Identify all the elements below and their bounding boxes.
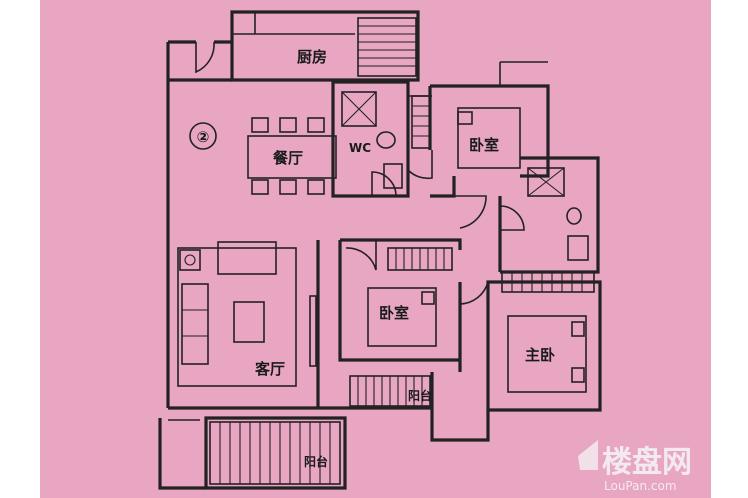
room-label-bedroom-middle: 卧室 bbox=[379, 304, 409, 322]
beds bbox=[367, 107, 587, 393]
room-label-dining: 餐厅 bbox=[273, 149, 303, 167]
watermark-brand: 楼盘网 bbox=[602, 445, 692, 480]
dining-table bbox=[247, 117, 337, 195]
wardrobe-hatches bbox=[387, 95, 595, 293]
room-label-living: 客厅 bbox=[254, 360, 285, 378]
room-label-bedroom-north: 卧室 bbox=[469, 136, 499, 154]
room-label-balcony-large: 阳台 bbox=[304, 454, 328, 469]
balcony-railing-small bbox=[349, 375, 431, 407]
room-label-master-bedroom: 主卧 bbox=[525, 346, 555, 364]
room-label-wc: WC bbox=[349, 141, 371, 155]
stair-hatch-kitchen bbox=[357, 17, 417, 77]
unit-marker: ② bbox=[197, 128, 210, 146]
wc-fixtures bbox=[341, 91, 589, 261]
watermark-logo-icon bbox=[578, 440, 598, 470]
room-label-balcony-small: 阳台 bbox=[408, 388, 432, 403]
watermark-url: LouPan.com bbox=[604, 479, 677, 493]
balcony-railing-large bbox=[209, 421, 341, 485]
room-label-kitchen: 厨房 bbox=[297, 48, 327, 66]
unit-marker-circle bbox=[189, 122, 217, 150]
door-swings bbox=[195, 41, 525, 312]
watermark: 楼盘网 LouPan.com bbox=[578, 440, 692, 493]
walls bbox=[158, 10, 602, 490]
living-furniture bbox=[177, 241, 317, 387]
